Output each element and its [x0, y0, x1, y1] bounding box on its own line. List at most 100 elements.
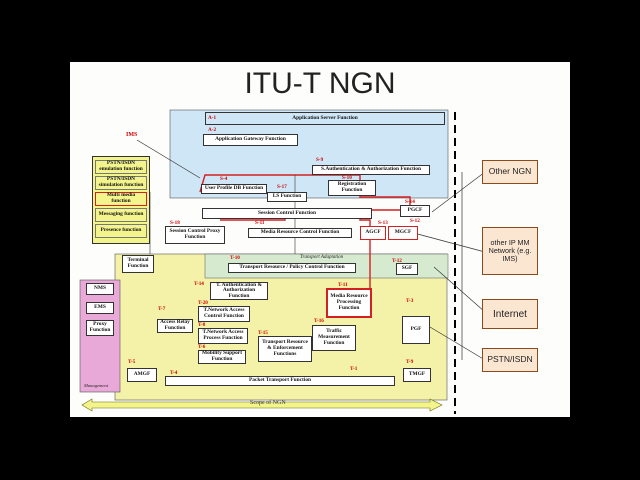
ref-point: S-9 [316, 157, 324, 163]
slide-title: ITU-T NGN [244, 67, 396, 100]
agcf-label: AGCF [365, 229, 381, 236]
ref-point: T-8 [198, 322, 206, 328]
ref-point: T-7 [158, 306, 166, 312]
pstn-simulation-function: PSTN/ISDN simulation function [95, 176, 147, 190]
ref-point: T-15 [258, 330, 268, 336]
pstn-emulation-function: PSTN/ISDN emulation function [95, 160, 147, 174]
nms-label: NMS [94, 285, 106, 292]
trpcf-label: Transport Resource / Policy Control Func… [239, 264, 345, 271]
internet: Internet [482, 299, 538, 329]
ref-point: T-5 [128, 359, 136, 365]
ref-point: S-4 [220, 176, 228, 182]
ref-point: T-12 [392, 258, 402, 264]
ref-point: S-12 [410, 218, 420, 224]
network-access-process-label: T.Network Access Process Function [202, 329, 244, 341]
network-access-process-function: T.Network Access Process Function [198, 328, 248, 344]
pstn-simulation-label: PSTN/ISDN simulation function [98, 176, 144, 188]
user-profile-label: User Profile DB Function [204, 185, 264, 192]
other-ip-mm-label: other IP MM Network (e.g. IMS) [488, 238, 532, 263]
session-control-label: Session Control Function [257, 209, 316, 216]
proxy-function: Proxy Function [86, 320, 114, 336]
ref-point: S-14 [405, 199, 415, 205]
mgcf: MGCF [388, 226, 418, 240]
pgf: PGF [402, 316, 430, 344]
pstn-isdn: PSTN/ISDN [482, 348, 538, 372]
other-ngn: Other NGN [482, 160, 538, 184]
ref-point: T-6 [198, 344, 206, 350]
terminal-label: Terminal Function [127, 257, 149, 269]
proxy-label: Proxy Function [89, 321, 111, 333]
transport-resource-enforcement: Transport Resource & Enforcement Functio… [258, 336, 312, 362]
ref-point: T-3 [406, 298, 414, 304]
slide: ITU-T NGN Application Server Function Ap… [70, 62, 570, 417]
transport-resource-enforcement-label: Transport Resource & Enforcement Functio… [262, 339, 308, 357]
other-ip-mm-network: other IP MM Network (e.g. IMS) [482, 227, 538, 275]
pgcf-label: PGCF [407, 207, 423, 214]
packet-transport-function: Packet Transport Function [165, 376, 395, 386]
mobility-support-function: Mobility Support Function [198, 350, 246, 364]
ref-point: S-17 [277, 184, 287, 190]
ref-point: T-11 [338, 282, 348, 288]
access-relay-function: Access Relay Function [157, 319, 193, 333]
sgf-label: SGF [401, 265, 413, 272]
multimedia-label: Multi media function [106, 192, 136, 204]
scope-label: Scope of NGN [250, 400, 286, 406]
t-authentication-label: T. Authentication & Authorization Functi… [216, 281, 262, 299]
amgf-label: AMGF [133, 371, 151, 378]
session-control-function: Session Control Function [202, 208, 372, 219]
ls-function: LS Function [267, 192, 307, 202]
application-gateway-label: Application Gateway Function [215, 136, 286, 143]
user-profile-db-function: User Profile DB Function [201, 184, 267, 194]
media-resource-processing-function: Media Resource Processing Function [326, 288, 372, 318]
ref-point: S-13 [378, 220, 388, 226]
tmgf: TMGF [403, 368, 431, 382]
media-resource-control-function: Media Resource Control Function [248, 228, 352, 238]
t-authentication-function: T. Authentication & Authorization Functi… [210, 282, 268, 300]
pgcf: PGCF [400, 205, 430, 217]
ref-point: S-10 [342, 175, 352, 181]
application-server-label: Application Server Function [292, 114, 358, 121]
transport-adaptation-label: Transport Adaptation [300, 255, 344, 260]
traffic-measurement-label: Traffic Measurement Function [318, 328, 350, 346]
amgf: AMGF [127, 368, 157, 382]
registration-function: Registration Function [328, 180, 376, 196]
nms: NMS [86, 283, 114, 295]
session-control-proxy-function: Session Control Proxy Function [165, 226, 225, 244]
terminal-function: Terminal Function [122, 255, 154, 273]
network-access-control-function: T.Network Access Control Function [198, 306, 250, 322]
presence-function: Presence function [95, 224, 147, 238]
s-authentication-label: S.Authentication & Authorization Functio… [320, 166, 422, 173]
ref-point: A-2 [208, 127, 217, 133]
messaging-function: Messaging function [95, 208, 147, 222]
pgf-label: PGF [410, 326, 422, 333]
tmgf-label: TMGF [408, 371, 426, 378]
messaging-label: Messaging function [98, 211, 144, 218]
ref-point: T-16 [314, 318, 324, 324]
network-access-control-label: T.Network Access Control Function [203, 307, 245, 319]
mgcf-label: MGCF [394, 229, 412, 236]
packet-transport-label: Packet Transport Function [248, 377, 312, 384]
ref-point: T-10 [230, 255, 240, 261]
ref-point: S-11 [255, 220, 265, 226]
other-ngn-label: Other NGN [488, 166, 532, 177]
ems-label: EMS [94, 304, 106, 311]
presence-label: Presence function [100, 227, 142, 234]
traffic-measurement-function: Traffic Measurement Function [312, 325, 356, 351]
legacy-functions-group: PSTN/ISDN emulation function PSTN/ISDN s… [92, 156, 150, 244]
ref-point: T-9 [406, 359, 414, 365]
multimedia-function: Multi media function [95, 192, 147, 206]
application-gateway-function: Application Gateway Function [203, 134, 298, 146]
media-resource-control-label: Media Resource Control Function [260, 229, 340, 236]
ref-point: T-4 [170, 370, 178, 376]
s-authentication-function: S.Authentication & Authorization Functio… [312, 165, 430, 175]
session-proxy-label: Session Control Proxy Function [169, 228, 221, 240]
internet-label: Internet [493, 308, 527, 320]
pstn-isdn-label: PSTN/ISDN [487, 354, 533, 365]
pstn-emulation-label: PSTN/ISDN emulation function [99, 160, 143, 172]
access-relay-label: Access Relay Function [160, 319, 190, 331]
management-label: Management [84, 383, 108, 388]
ref-point: T-1 [350, 366, 358, 372]
ref-point: T-14 [194, 281, 204, 287]
sgf: SGF [396, 263, 418, 275]
ref-point: T-20 [198, 300, 208, 306]
